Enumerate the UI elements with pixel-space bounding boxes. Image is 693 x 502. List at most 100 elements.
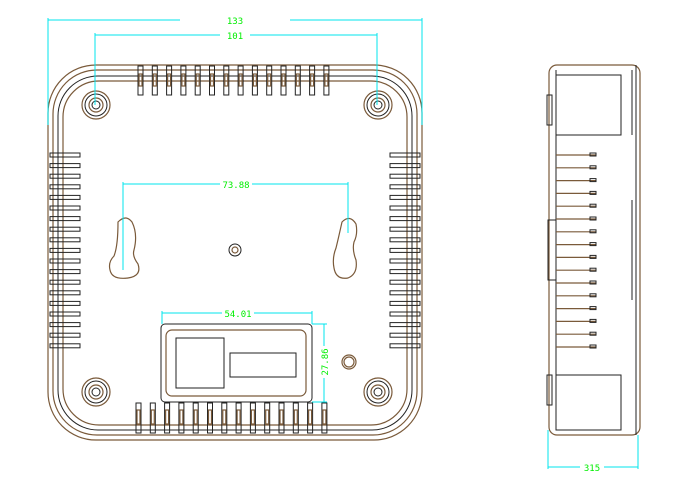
left-fin bbox=[49, 258, 81, 264]
connector-housing bbox=[160, 323, 313, 403]
screw-boss bbox=[373, 387, 383, 397]
bottom-fin bbox=[235, 402, 242, 434]
right-fin bbox=[389, 163, 421, 169]
dim-slot-spacing: 73.88 bbox=[222, 181, 249, 191]
top-fin-inner bbox=[310, 73, 315, 87]
screw-bosses bbox=[81, 90, 393, 407]
left-fin bbox=[49, 194, 81, 200]
top-fin-inner bbox=[138, 73, 143, 87]
top-fin bbox=[309, 65, 316, 96]
screw-boss bbox=[373, 100, 383, 110]
bottom-fin bbox=[164, 402, 171, 434]
left-fin bbox=[49, 322, 81, 328]
bottom-fin bbox=[264, 402, 271, 434]
top-fin-inner bbox=[324, 73, 329, 87]
left-mounting-slot bbox=[108, 217, 140, 279]
bottom-fin bbox=[292, 402, 299, 434]
side-fin-tip bbox=[589, 293, 597, 298]
screw-boss bbox=[81, 377, 111, 407]
side-fins bbox=[556, 152, 597, 349]
right-fin bbox=[389, 269, 421, 275]
bottom-fin-inner bbox=[165, 409, 170, 425]
top-fin-inner bbox=[224, 73, 229, 87]
top-fin bbox=[294, 65, 301, 96]
left-fin bbox=[49, 173, 81, 179]
top-fin-inner bbox=[167, 73, 172, 87]
top-fin bbox=[151, 65, 158, 96]
dim-connector-height: 27.86 bbox=[321, 348, 331, 375]
top-fin-inner bbox=[267, 73, 272, 87]
bottom-fin bbox=[178, 402, 185, 434]
bottom-fin-inner bbox=[193, 409, 198, 425]
left-fin bbox=[49, 269, 81, 275]
bottom-fin bbox=[221, 402, 228, 434]
bottom-fin-inner bbox=[308, 409, 313, 425]
right-fin bbox=[389, 152, 421, 158]
top-fin bbox=[166, 65, 173, 96]
side-top-boss bbox=[555, 74, 622, 136]
dim-connector-width: 54.01 bbox=[224, 310, 251, 320]
side-fin-tip bbox=[589, 216, 597, 221]
top-fin-inner bbox=[181, 73, 186, 87]
connector-window-left bbox=[175, 337, 225, 389]
side-fin-tip bbox=[589, 318, 597, 323]
screw-boss bbox=[366, 380, 390, 404]
top-fin bbox=[180, 65, 187, 96]
top-fin-inner bbox=[195, 73, 200, 87]
bottom-fin bbox=[307, 402, 314, 434]
side-fin-tip bbox=[589, 152, 597, 157]
connector-frame bbox=[165, 329, 307, 397]
top-fin bbox=[137, 65, 144, 96]
connector-window-right bbox=[229, 352, 297, 378]
bottom-fin bbox=[135, 402, 142, 434]
screw-boss bbox=[366, 93, 390, 117]
dim-depth: 315 bbox=[584, 464, 600, 474]
top-fin bbox=[266, 65, 273, 96]
bottom-fin-inner bbox=[250, 409, 255, 425]
left-fin bbox=[49, 205, 81, 211]
left-fin bbox=[49, 216, 81, 222]
top-fin-inner bbox=[209, 73, 215, 87]
side-fin-tip bbox=[589, 344, 597, 349]
side-fin-tip bbox=[589, 229, 597, 234]
dimensions: 133 101 73.88 54.01 27.86 315 bbox=[47, 14, 639, 474]
side-fin-tip bbox=[589, 190, 597, 195]
screw-boss bbox=[363, 90, 393, 120]
right-fin bbox=[389, 343, 421, 349]
top-fin-inner bbox=[238, 73, 243, 87]
screw-boss bbox=[91, 387, 101, 397]
top-fin bbox=[223, 65, 230, 96]
side-fin-tip bbox=[589, 280, 597, 285]
bottom-fin bbox=[249, 402, 256, 434]
right-fin bbox=[389, 226, 421, 232]
housing-rim-inner bbox=[62, 80, 408, 426]
dim-overall-width: 133 bbox=[227, 17, 243, 27]
side-fin-tip bbox=[589, 242, 597, 247]
screw-boss bbox=[84, 380, 108, 404]
left-fin bbox=[49, 290, 81, 296]
bottom-fin-inner bbox=[207, 409, 213, 425]
bottom-fin-inner bbox=[322, 409, 327, 425]
side-tab bbox=[546, 94, 553, 126]
side-outline bbox=[548, 64, 641, 436]
bottom-fin-inner bbox=[150, 409, 155, 425]
left-fin bbox=[49, 237, 81, 243]
cooling-fins bbox=[49, 65, 421, 434]
right-fin bbox=[389, 300, 421, 306]
side-view bbox=[546, 64, 641, 436]
left-fin bbox=[49, 247, 81, 253]
indicator-hole bbox=[341, 354, 357, 370]
top-fin bbox=[251, 65, 258, 96]
right-mounting-slot bbox=[332, 217, 358, 279]
top-fin-inner bbox=[281, 73, 286, 87]
dim-hole-spacing: 101 bbox=[227, 32, 243, 42]
bottom-fin-inner bbox=[179, 409, 184, 425]
dim-line-101 bbox=[94, 33, 378, 105]
top-fin bbox=[194, 65, 201, 96]
bottom-fin-inner bbox=[265, 409, 270, 425]
left-fin bbox=[49, 311, 81, 317]
right-fin bbox=[389, 173, 421, 179]
top-fin-inner bbox=[295, 73, 300, 87]
side-fin-tip bbox=[589, 331, 597, 336]
